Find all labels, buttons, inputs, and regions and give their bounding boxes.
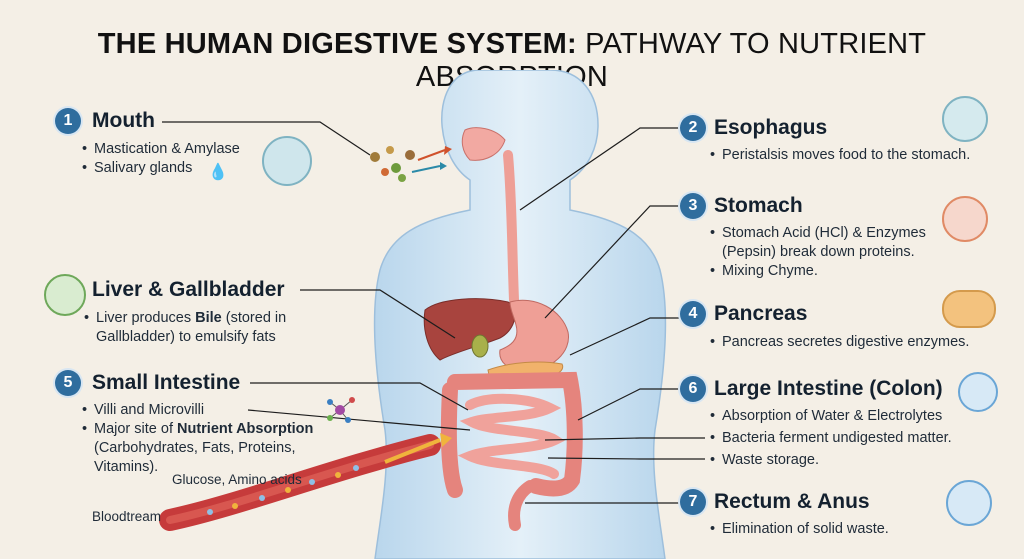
list-item-continued: (Pepsin) break down proteins. bbox=[722, 244, 915, 260]
oral-cavity bbox=[461, 127, 506, 161]
stomach-heading: Stomach bbox=[714, 194, 803, 217]
gallbladder-organ bbox=[471, 334, 489, 358]
list-item: •Waste storage. bbox=[710, 452, 819, 468]
saliva-drop-icon: 💧 bbox=[208, 164, 228, 181]
liver-heading: Liver & Gallbladder bbox=[92, 278, 285, 301]
rectum-heading: Rectum & Anus bbox=[714, 490, 870, 513]
list-item: •Liver produces Bile (stored in bbox=[84, 310, 287, 326]
small-intestine-organ bbox=[457, 393, 565, 479]
list-item: •Mixing Chyme. bbox=[710, 263, 818, 279]
list-item: •Elimination of solid waste. bbox=[710, 521, 889, 537]
esophagus-heading: Esophagus bbox=[714, 116, 828, 139]
title-bold: THE HUMAN DIGESTIVE SYSTEM: bbox=[97, 28, 577, 60]
list-item: •Salivary glands bbox=[82, 160, 193, 176]
esophagus-icon bbox=[942, 96, 988, 142]
list-item: •Absorption of Water & Electrolytes bbox=[710, 408, 943, 424]
mouth-bullets: •Mastication & Amylase •Salivary glands bbox=[82, 140, 240, 178]
mouth-icon bbox=[262, 136, 312, 186]
rectum-organ bbox=[508, 480, 536, 531]
list-item-continued: Gallbladder) to emulsify fats bbox=[96, 329, 276, 345]
large-intestine-bullets: •Absorption of Water & Electrolytes •Bac… bbox=[710, 407, 952, 470]
step-badge-small-intestine: 5 bbox=[55, 370, 81, 396]
esophagus-tube bbox=[503, 150, 519, 305]
step-badge-large-intestine: 6 bbox=[680, 376, 706, 402]
small-intestine-bullets: •Villi and Microvilli •Major site of Nut… bbox=[82, 401, 313, 477]
list-item-continued: (Carbohydrates, Fats, Proteins, bbox=[94, 440, 296, 456]
body-illustration bbox=[373, 70, 667, 559]
step-badge-stomach: 3 bbox=[680, 193, 706, 219]
liver-icon bbox=[44, 274, 86, 316]
list-item: •Pancreas secretes digestive enzymes. bbox=[710, 334, 970, 350]
list-item-continued: Vitamins). bbox=[94, 459, 159, 475]
pancreas-icon bbox=[942, 290, 996, 328]
rectum-bullets: •Elimination of solid waste. bbox=[710, 520, 889, 539]
large-intestine-heading: Large Intestine (Colon) bbox=[714, 377, 943, 400]
pancreas-bullets: •Pancreas secretes digestive enzymes. bbox=[710, 333, 969, 352]
esophagus-bullets: •Peristalsis moves food to the stomach. bbox=[710, 146, 970, 165]
list-item: •Villi and Microvilli bbox=[82, 402, 205, 418]
step-badge-rectum: 7 bbox=[680, 489, 706, 515]
bloodstream-label: Bloodtream bbox=[92, 509, 162, 524]
step-badge-pancreas: 4 bbox=[680, 301, 706, 327]
stomach-icon bbox=[942, 196, 988, 242]
step-badge-mouth: 1 bbox=[55, 108, 81, 134]
list-item: •Bacteria ferment undigested matter. bbox=[710, 430, 952, 446]
step-badge-esophagus: 2 bbox=[680, 115, 706, 141]
mouth-heading: Mouth bbox=[92, 109, 155, 132]
small-intestine-heading: Small Intestine bbox=[92, 371, 241, 394]
list-item: •Mastication & Amylase bbox=[82, 141, 240, 157]
list-item: •Major site of Nutrient Absorption bbox=[82, 421, 314, 437]
water-drops-icon bbox=[946, 480, 992, 526]
stomach-bullets: •Stomach Acid (HCl) & Enzymes (Pepsin) b… bbox=[710, 224, 926, 281]
pancreas-heading: Pancreas bbox=[714, 302, 808, 325]
list-item: •Peristalsis moves food to the stomach. bbox=[710, 147, 971, 163]
nutrients-label: Glucose, Amino acids bbox=[172, 472, 302, 487]
water-drop-icon bbox=[958, 372, 998, 412]
list-item: •Stomach Acid (HCl) & Enzymes bbox=[710, 225, 926, 241]
liver-bullets: •Liver produces Bile (stored in Gallblad… bbox=[84, 309, 286, 347]
page-title: THE HUMAN DIGESTIVE SYSTEM: PATHWAY TO N… bbox=[0, 28, 1024, 94]
